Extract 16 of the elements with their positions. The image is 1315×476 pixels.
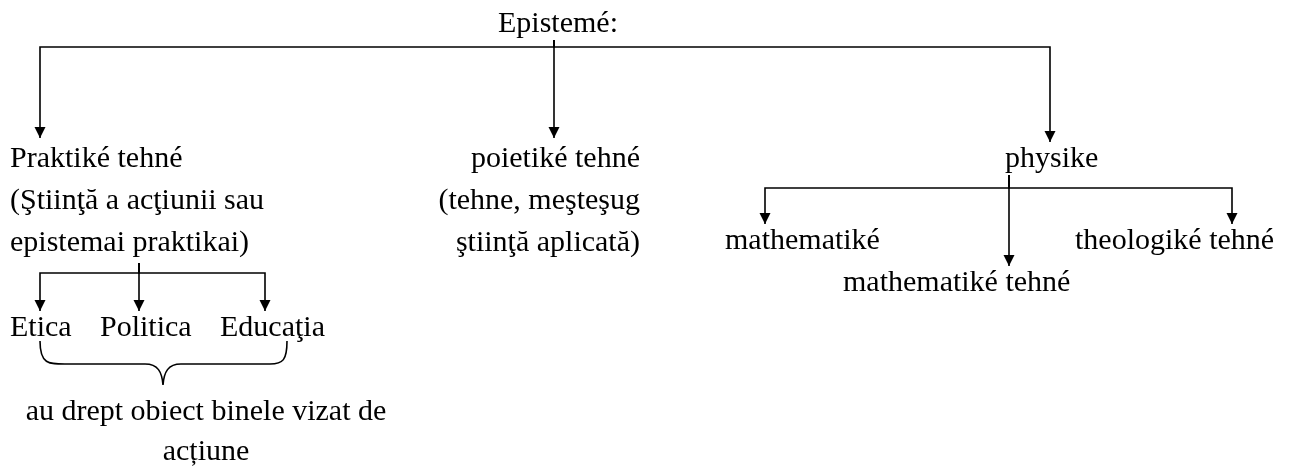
node-label: physike [1005, 140, 1099, 174]
note-text: au drept obiect binele vizat de acțiune [24, 392, 388, 468]
arrow [138, 262, 271, 312]
node-label: mathematiké tehné [843, 264, 1071, 298]
node-label: theologiké tehné [1075, 222, 1275, 256]
arrow [1008, 174, 1238, 225]
node-label: Etica [10, 309, 72, 343]
node-label: mathematiké [725, 222, 880, 256]
node-label: Epistemé: [498, 5, 618, 39]
node-label: Politica [100, 309, 192, 343]
arrow [553, 39, 1056, 143]
heading-text: poietiké tehné [469, 139, 640, 175]
node-label: Educaţia [220, 309, 325, 343]
description-text: (tehne, meşteşug ştiinţă aplicată) [437, 181, 640, 259]
description-text: (Ştiinţă a acţiunii sau epistemai praktikai) [10, 181, 266, 259]
heading-text: Praktiké tehné [10, 139, 184, 175]
